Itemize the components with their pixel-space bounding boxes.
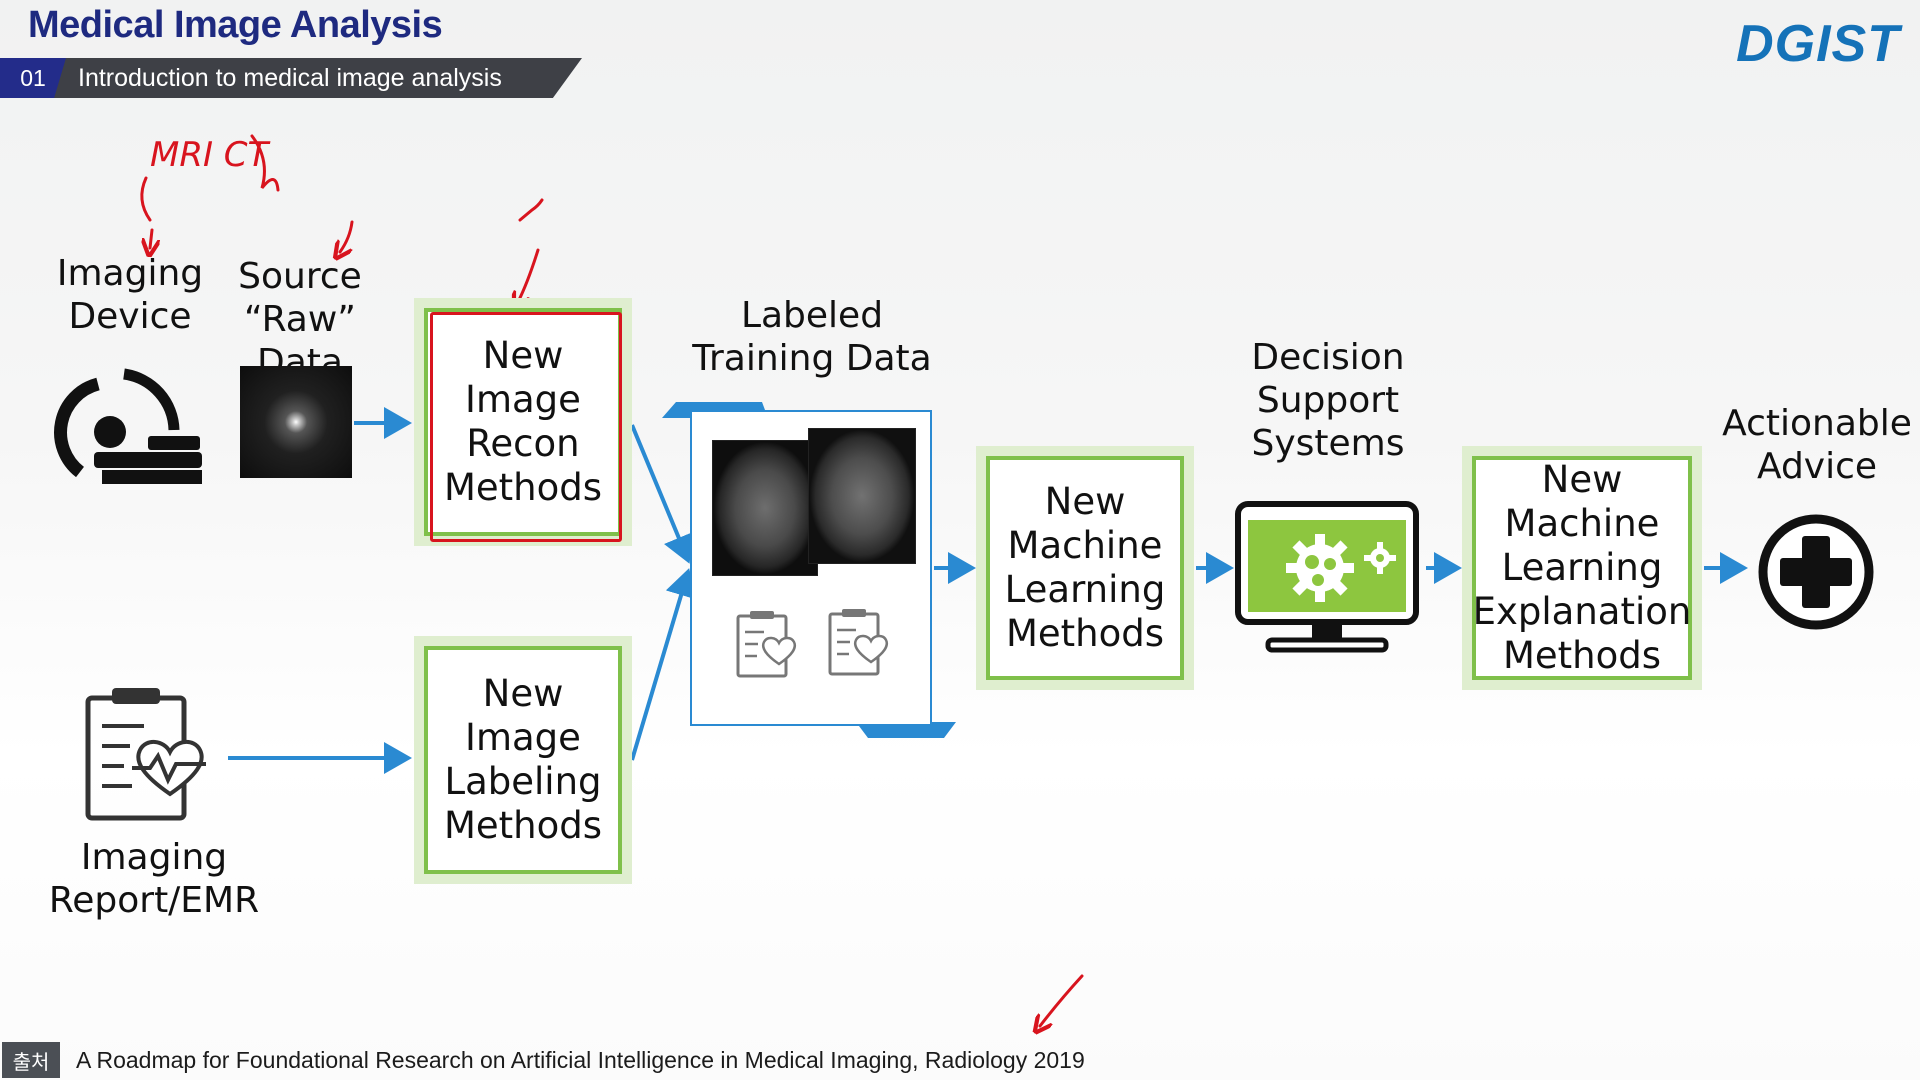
clipboard-heart-icon (828, 609, 888, 676)
arrow-labeling-to-training (630, 568, 697, 761)
labeling-methods-text: New Image Labeling Methods (443, 672, 603, 847)
ml-methods-box: New Machine Learning Methods (986, 456, 1184, 680)
mri-scanner-icon (54, 368, 202, 484)
clipboard-heart-icon (736, 611, 796, 678)
brain-scan-image-1 (712, 440, 818, 576)
recon-methods-box: New Image Recon Methods (424, 308, 622, 536)
dss-label: Decision Support Systems (1251, 337, 1405, 464)
monitor-gears-icon (1235, 501, 1419, 653)
clipboard-heart-icon (85, 688, 206, 821)
source-raw-data-label: Source “Raw” Data (238, 256, 362, 383)
training-data-box (690, 410, 932, 726)
source-tag: 출처 (2, 1042, 60, 1078)
medical-cross-icon (1758, 514, 1874, 630)
explanation-methods-text: New Machine Learning Explanation Methods (1472, 458, 1692, 677)
red-highlight-box (430, 312, 622, 542)
handwritten-annotations (142, 134, 1084, 1026)
section-title: Introduction to medical image analysis (78, 64, 502, 92)
explanation-methods-box: New Machine Learning Explanation Methods (1472, 456, 1692, 680)
training-tab-bottom (856, 722, 956, 738)
ml-methods-text: New Machine Learning Methods (1004, 480, 1166, 655)
arrow-recon-to-training (630, 424, 694, 564)
citation-text: A Roadmap for Foundational Research on A… (76, 1047, 1085, 1073)
connector-lines (228, 407, 1748, 774)
section-bar (0, 58, 582, 98)
dgist-logo: DGIST (1736, 15, 1900, 73)
brain-scan-image-2 (808, 428, 916, 564)
imaging-report-label: Imaging Report/EMR (48, 837, 260, 921)
kspace-image (240, 366, 352, 478)
labeling-methods-box: New Image Labeling Methods (424, 646, 622, 874)
recon-methods-text: New Image Recon Methods (443, 334, 603, 509)
actionable-advice-label: Actionable Advice (1722, 403, 1912, 487)
section-number: 01 (0, 58, 66, 98)
training-data-label: Labeled Training Data (692, 295, 932, 379)
imaging-device-label: Imaging Device (56, 253, 204, 337)
handwritten-note: MRI CT (150, 135, 271, 175)
page-title: Medical Image Analysis (28, 4, 443, 46)
